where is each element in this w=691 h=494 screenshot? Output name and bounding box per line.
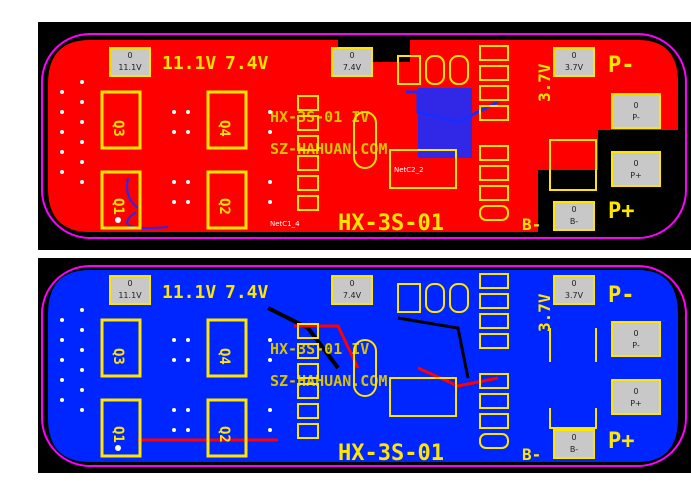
ic-blue-pad-area <box>418 88 472 158</box>
svg-text:P-: P- <box>632 341 640 350</box>
bottom-pad-b-minus[interactable]: 0 B- <box>553 429 595 459</box>
q3-label: Q3 <box>110 120 126 137</box>
top-layer-view[interactable]: 11.1V 7.4V HX-3S-01 P- P+ B- 3.7V HX-3S-… <box>38 22 691 250</box>
board-outline-bottom <box>41 265 687 467</box>
svg-text:0: 0 <box>633 387 638 396</box>
b-minus-silk: B- <box>522 215 541 234</box>
bottom-p-plus-label: P+ <box>608 429 635 454</box>
svg-text:0: 0 <box>571 51 576 60</box>
cell-voltage-label: 3.7V <box>535 63 554 102</box>
pad-b-minus[interactable]: 0 B- <box>553 201 595 231</box>
bottom-layer-view[interactable]: 11.1V 7.4V HX-3S-01 P- P+ B- 3.7V HX-3S-… <box>38 258 691 473</box>
pad-p-plus[interactable]: 0 P+ <box>611 151 661 187</box>
bottom-q1-label: Q1 <box>110 426 126 443</box>
red-trace-2 <box>294 324 360 369</box>
svg-text:0: 0 <box>349 279 354 288</box>
bottom-b-minus-silk: B- <box>522 445 541 464</box>
vias <box>60 80 272 223</box>
svg-text:3.7V: 3.7V <box>565 291 584 300</box>
bottom-mirror-text-1: HX-3S-01 IV <box>270 340 369 358</box>
bottom-q3-label: Q3 <box>110 348 126 365</box>
bottom-p-minus-label: P- <box>608 283 635 308</box>
bottom-q2-label: Q2 <box>216 426 232 443</box>
q4-label: Q4 <box>216 120 232 137</box>
bottom-pad-p-plus[interactable]: 0 P+ <box>611 379 661 415</box>
svg-text:0: 0 <box>633 329 638 338</box>
bottom-layer-canvas: 11.1V 7.4V HX-3S-01 P- P+ B- 3.7V HX-3S-… <box>41 265 687 467</box>
bottom-vias <box>60 308 272 451</box>
p-minus-label: P- <box>608 53 635 78</box>
svg-text:B-: B- <box>570 445 578 454</box>
voltage-label-7v: 7.4V <box>225 53 269 74</box>
svg-text:P+: P+ <box>630 171 642 180</box>
svg-text:0: 0 <box>127 279 132 288</box>
board-outline <box>41 33 687 239</box>
isolation-gap <box>267 306 340 370</box>
svg-text:P-: P- <box>632 113 640 122</box>
svg-text:0: 0 <box>571 433 576 442</box>
svg-text:7.4V: 7.4V <box>343 63 362 72</box>
svg-text:0: 0 <box>349 51 354 60</box>
bottom-pad-7v[interactable]: 0 7.4V <box>331 275 373 305</box>
p-plus-label: P+ <box>608 199 635 224</box>
mirror-text-2: SZ-HAHUAN.COM <box>270 140 387 158</box>
bottom-pad-p-minus[interactable]: 0 P- <box>611 321 661 357</box>
red-trace-3 <box>417 366 499 388</box>
bottom-cell-voltage-label: 3.7V <box>535 293 554 332</box>
board-name: HX-3S-01 <box>338 211 444 236</box>
bottom-copper-pour <box>48 270 678 462</box>
bottom-q3-footprint <box>100 318 142 378</box>
mirror-text-1: HX-3S-01 IV <box>270 108 369 126</box>
pad-7v[interactable]: 0 7.4V <box>331 47 373 77</box>
blue-trace <box>126 177 139 209</box>
q1-label: Q1 <box>110 198 126 215</box>
passive-components <box>297 45 597 221</box>
bottom-q1-footprint <box>100 398 142 458</box>
isolation-gap-2 <box>397 316 470 379</box>
svg-text:P+: P+ <box>630 399 642 408</box>
svg-text:11.1V: 11.1V <box>118 291 142 300</box>
svg-text:11.1V: 11.1V <box>118 63 142 72</box>
bottom-pad-3v[interactable]: 0 3.7V <box>553 275 595 305</box>
top-layer-canvas: 11.1V 7.4V HX-3S-01 P- P+ B- 3.7V HX-3S-… <box>41 33 687 239</box>
q2-label: Q2 <box>216 198 232 215</box>
top-copper-pour <box>48 40 678 232</box>
bottom-voltage-label-11v: 11.1V <box>162 282 216 303</box>
svg-text:7.4V: 7.4V <box>343 291 362 300</box>
pad-p-minus[interactable]: 0 P- <box>611 93 661 129</box>
bottom-passive-components <box>297 273 597 449</box>
bottom-q4-footprint <box>206 318 248 378</box>
svg-text:3.7V: 3.7V <box>565 63 584 72</box>
bottom-mirror-text-2: SZ-HAHUAN.COM <box>270 372 387 390</box>
svg-text:0: 0 <box>127 51 132 60</box>
voltage-label-11v: 11.1V <box>162 53 216 74</box>
svg-text:0: 0 <box>571 279 576 288</box>
pin-label-netc2: NetC2_2 <box>394 166 424 174</box>
svg-text:0: 0 <box>633 159 638 168</box>
q1-footprint <box>100 170 142 230</box>
bottom-pad-11v[interactable]: 0 11.1V <box>109 275 151 305</box>
pad-11v[interactable]: 0 11.1V <box>109 47 151 77</box>
svg-text:0: 0 <box>571 205 576 214</box>
pad-3v[interactable]: 0 3.7V <box>553 47 595 77</box>
bottom-q4-label: Q4 <box>216 348 232 365</box>
bottom-q2-footprint <box>206 398 248 458</box>
q2-footprint <box>206 170 248 230</box>
svg-text:B-: B- <box>570 217 578 226</box>
top-copper-island <box>528 104 588 128</box>
q4-footprint <box>206 90 248 150</box>
pin-label-netc1: NetC1_4 <box>270 220 300 228</box>
bottom-voltage-label-7v: 7.4V <box>225 282 269 303</box>
q3-footprint <box>100 90 142 150</box>
svg-text:0: 0 <box>633 101 638 110</box>
blue-trace-2 <box>126 211 169 229</box>
bottom-board-name: HX-3S-01 <box>338 441 444 466</box>
